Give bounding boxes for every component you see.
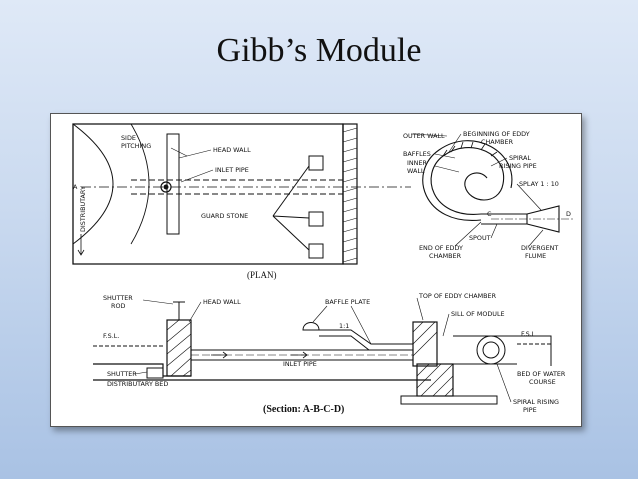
label-fsl-right: F.S.L xyxy=(521,330,536,338)
section-hatches xyxy=(166,319,454,397)
label-shutter: SHUTTER xyxy=(107,370,137,378)
label-end-eddy-2: CHAMBER xyxy=(429,252,462,260)
label-slope: 1:1 xyxy=(339,322,349,330)
diagram-figure: D C A SIDE PITCHING HEAD WALL INLET PIPE… xyxy=(50,113,582,427)
label-head-wall-section: HEAD WALL xyxy=(203,298,241,306)
label-top-eddy: TOP OF EDDY CHAMBER xyxy=(418,292,497,300)
plan-hatch xyxy=(342,127,358,263)
label-baffles: BAFFLES xyxy=(403,150,431,158)
label-divergent-flume-1: DIVERGENT xyxy=(521,244,558,252)
label-side-pitching-2: PITCHING xyxy=(121,142,151,150)
label-shutter-rod-1: SHUTTER xyxy=(103,294,133,302)
flow-arrow-2 xyxy=(211,351,228,359)
label-spiral-pipe-section-1: SPIRAL RISING xyxy=(513,398,559,406)
label-head-wall-plan: HEAD WALL xyxy=(213,146,251,154)
label-spiral-rising-pipe-plan-2: RISING PIPE xyxy=(499,162,537,170)
label-splay: SPLAY 1 : 10 xyxy=(519,180,559,188)
flow-arrow xyxy=(291,351,308,359)
label-side-pitching-1: SIDE xyxy=(121,134,136,142)
label-outer-wall: OUTER WALL xyxy=(403,132,445,140)
label-shutter-rod-2: ROD xyxy=(111,302,125,310)
label-bed-water-1: BED OF WATER xyxy=(517,370,566,378)
label-baffle-plate: BAFFLE PLATE xyxy=(325,298,370,306)
label-beginning-eddy-2: CHAMBER xyxy=(481,138,514,146)
label-sill: SILL OF MODULE xyxy=(451,310,505,318)
plan-caption: (PLAN) xyxy=(247,270,277,280)
label-inner-wall-2: WALL xyxy=(407,167,425,175)
label-spiral-rising-pipe-plan-1: SPIRAL xyxy=(509,154,531,162)
plan-leaders xyxy=(410,133,544,247)
label-inlet-pipe-section: INLET PIPE xyxy=(283,360,317,368)
section-caption: (Section: A-B-C-D) xyxy=(263,404,344,415)
label-distributary: DISTRIBUTARY xyxy=(79,186,87,232)
label-bed-water-2: COURSE xyxy=(529,378,556,386)
label-inner-wall-1: INNER xyxy=(407,159,427,167)
label-spiral-pipe-section-2: PIPE xyxy=(523,406,537,414)
plan-point-c: C xyxy=(487,210,492,218)
eddy-chamber-plan xyxy=(422,140,573,233)
label-distributary-bed: DISTRIBUTARY BED xyxy=(107,380,168,388)
slide-title: Gibb’s Module xyxy=(216,32,422,69)
gibbs-module-drawing: D C A SIDE PITCHING HEAD WALL INLET PIPE… xyxy=(72,123,573,415)
label-beginning-eddy-1: BEGINNING OF EDDY xyxy=(463,130,530,138)
label-fsl-left: F.S.L. xyxy=(103,332,119,340)
plan-point-d: D xyxy=(566,210,571,218)
label-spout: SPOUT xyxy=(469,234,491,242)
label-guard-stone: GUARD STONE xyxy=(201,212,248,220)
label-inlet-pipe-plan: INLET PIPE xyxy=(215,166,249,174)
plan-view xyxy=(72,123,411,265)
label-divergent-flume-2: FLUME xyxy=(525,252,546,260)
plan-point-a: A xyxy=(73,183,78,191)
label-end-eddy-1: END OF EDDY xyxy=(419,244,463,252)
